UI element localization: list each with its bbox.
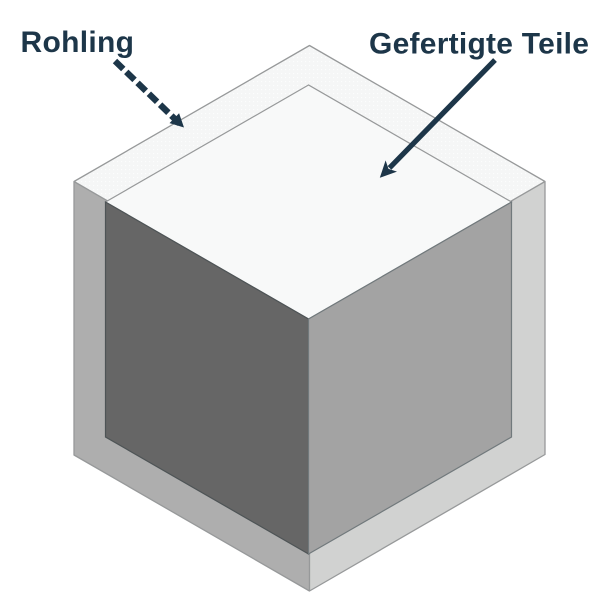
svg-text:Gefertigte Teile: Gefertigte Teile bbox=[369, 28, 589, 61]
svg-text:Rohling: Rohling bbox=[21, 26, 135, 59]
